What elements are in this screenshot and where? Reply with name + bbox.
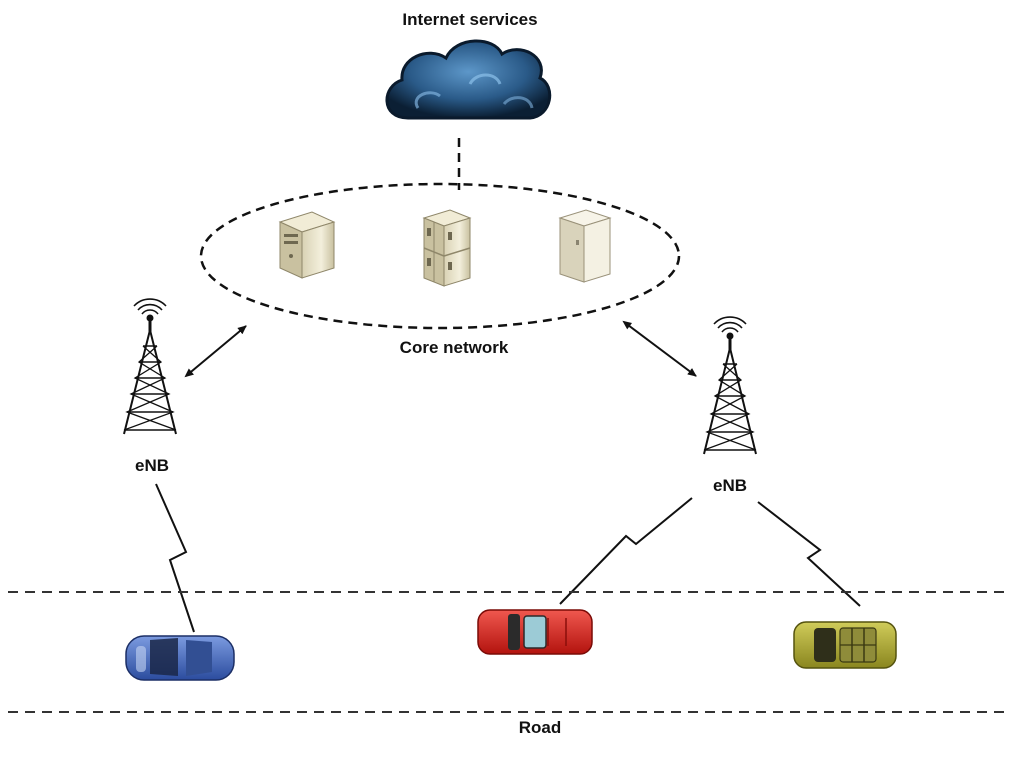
lightning-link-icon (155, 483, 195, 633)
tower-icon (703, 316, 757, 455)
car-icon (477, 609, 593, 655)
cabinet-icon (558, 209, 612, 283)
road-label: Road (518, 718, 562, 737)
core-network-label: Core network (399, 338, 509, 357)
cloud-icon (385, 39, 552, 120)
right-backhaul-link (622, 320, 697, 377)
left-backhaul-link (184, 325, 247, 378)
internet-services-label: Internet services (402, 10, 538, 29)
core-network-boundary (199, 182, 681, 330)
lightning-link-icon (559, 497, 693, 605)
car-icon (793, 621, 897, 669)
car-icon (125, 635, 235, 681)
lightning-link-icon (757, 501, 861, 607)
server-rack-icon (422, 209, 472, 287)
enb-left-label: eNB (134, 456, 170, 475)
enb-right-label: eNB (712, 476, 748, 495)
tower-icon (123, 298, 177, 435)
server-icon (278, 211, 336, 279)
